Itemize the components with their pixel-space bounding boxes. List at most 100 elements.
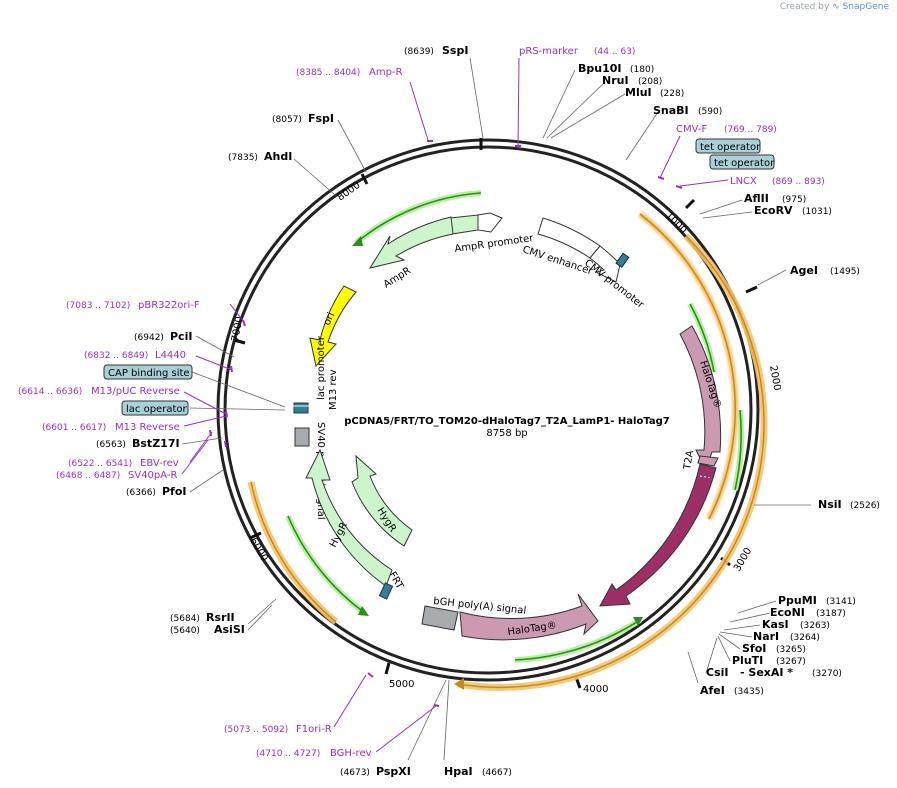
- primer-range-pbr322ori-f: (7083 .. 7102): [66, 301, 130, 311]
- enzyme-pos-ppumi: (3141): [826, 597, 856, 607]
- enzyme-pos-pfoi: (6366): [126, 488, 156, 498]
- enzyme-pcii: PciI: [170, 330, 192, 343]
- primer-l4440: L4440: [155, 350, 186, 361]
- snapgene-logo: ∿: [832, 2, 840, 12]
- enzyme-sspi: SspI: [442, 44, 468, 57]
- credit-brand: SnapGene: [842, 2, 889, 12]
- feature-ori: ori: [309, 285, 357, 368]
- primer-pbr322ori-f: pBR322ori-F: [138, 300, 200, 311]
- orf-outer-right: [638, 211, 739, 521]
- enzyme-pos-kasi: (3263): [800, 621, 830, 631]
- primer-prs-marker: pRS-marker: [519, 46, 579, 57]
- tick-label-7000: 7000: [230, 316, 245, 343]
- enzyme-afei: AfeI: [700, 684, 725, 697]
- enzyme-pos-ecorv: (1031): [802, 207, 832, 217]
- enzyme-ahdi: AhdI: [264, 150, 292, 163]
- primer-amp-r: Amp-R: [369, 67, 403, 78]
- label-lac-promoter: lac promoter: [316, 335, 327, 400]
- enzyme-pos-agei: (1495): [830, 267, 860, 277]
- enzyme-pluti: PluTI: [732, 654, 763, 667]
- enzyme-pfoi: PfoI: [162, 485, 187, 498]
- enzyme-pos-nari: (3264): [790, 633, 820, 643]
- plasmid-name: pCDNA5/FRT/TO_TOM20-dHaloTag7_T2A_LamP1-…: [344, 416, 670, 427]
- label-ampr: AmpR: [382, 265, 413, 290]
- box-tet-operator-1: tet operator: [700, 142, 761, 153]
- enzyme-asisi: AsiSI: [214, 623, 245, 636]
- tick-label-1000: 1000: [663, 210, 689, 236]
- enzyme-bstz17i: BstZ17I: [132, 437, 180, 450]
- enzyme-agei: AgeI: [790, 264, 818, 277]
- primer-range-m13-puc-reverse: (6614 .. 6636): [18, 387, 82, 397]
- tick-1000: [684, 198, 696, 210]
- enzyme-rsrii: RsrII: [206, 611, 235, 624]
- plasmid-length: 8758 bp: [486, 428, 527, 439]
- feature-halotag-bottom: HaloTag®: [459, 593, 599, 641]
- enzyme-pos-bpu10i: (180): [630, 65, 654, 75]
- enzyme-pos-afei: (3435): [734, 687, 764, 697]
- enzyme-pos-nrui: (208): [638, 77, 662, 87]
- enzyme-pos-aflii: (975): [782, 195, 806, 205]
- tick-6000: [249, 531, 262, 540]
- feature-t2a: T2A: [682, 449, 719, 472]
- primer-range-m13-reverse: (6601 .. 6617): [42, 423, 106, 433]
- enzyme-ppumi: PpuMI: [778, 594, 817, 607]
- boxed-features: tet operator tet operator CAP binding si…: [103, 138, 775, 416]
- box-cap-binding-site: CAP binding site: [108, 368, 190, 379]
- primer-range-bgh-rev: (4710 .. 4727): [256, 749, 320, 759]
- enzyme-econi: EcoNI: [770, 606, 805, 619]
- enzyme-pos-mlui: (228): [660, 89, 684, 99]
- tick-label-4000: 4000: [583, 684, 608, 695]
- primer-range-lncx: (869 .. 893): [772, 177, 825, 187]
- primer-ebv-rev: EBV-rev: [140, 458, 179, 469]
- tick-5000: [384, 662, 391, 675]
- enzyme-pos-ahdi: (7835): [228, 153, 258, 163]
- box-tet-operator-2: tet operator: [714, 158, 775, 169]
- box-lac-operator: lac operator: [126, 404, 187, 415]
- orf-green-arcs: [285, 190, 745, 663]
- leader-lines: [181, 57, 811, 761]
- tick-7000: [233, 338, 246, 345]
- enzyme-sexai: - SexAI *: [740, 666, 793, 679]
- enzyme-pos-pluti: (3267): [776, 657, 806, 667]
- primer-m13-puc-reverse: M13/pUC Reverse: [91, 386, 180, 397]
- tick-label-5000: 5000: [389, 679, 414, 690]
- enzyme-hpai: HpaI: [444, 765, 473, 778]
- enzyme-kasi: KasI: [762, 618, 789, 631]
- enzyme-pos-snabi: (590): [698, 107, 722, 117]
- primer-range-amp-r: (8385 .. 8404): [296, 68, 360, 78]
- sv40-polya-glyph: [294, 427, 310, 447]
- enzyme-labels: (8639) SspI Bpu10I (180) NruI (208) MluI…: [96, 44, 880, 778]
- enzyme-pos-bstz17i: (6563): [96, 440, 126, 450]
- primer-labels: pRS-marker (44 .. 63) (8385 .. 8404) Amp…: [18, 46, 825, 759]
- enzyme-nsii: NsiI: [818, 498, 842, 511]
- enzyme-pos-asisi: (5640): [170, 626, 200, 636]
- snapgene-credit: Created by ∿ SnapGene: [780, 2, 889, 12]
- primer-range-l4440: (6832 .. 6849): [84, 351, 148, 361]
- primer-lncx: LNCX: [730, 176, 757, 187]
- feature-ampr: AmpR: [368, 216, 454, 291]
- feature-lamp1: LAMP1: [599, 463, 717, 607]
- enzyme-pos-pcii: (6942): [134, 333, 164, 343]
- enzyme-aflii: AflII: [744, 192, 769, 205]
- enzyme-pos-nsii: (2526): [850, 501, 880, 511]
- enzyme-snabi: SnaBI: [653, 104, 689, 117]
- enzyme-pos-sexai: (3270): [812, 669, 842, 679]
- primer-range-sv40pa-r: (6468 .. 6487): [56, 471, 120, 481]
- label-ori: ori: [322, 311, 337, 327]
- primer-range-cmv-f: (769 .. 789): [724, 125, 777, 135]
- primer-range-f1ori-r: (5073 .. 5092): [224, 725, 288, 735]
- cmv-marker: [615, 252, 630, 268]
- enzyme-drui: NruI: [602, 74, 629, 87]
- enzyme-sfoi: SfoI: [742, 642, 766, 655]
- enzyme-mlui: MluI: [625, 86, 652, 99]
- enzyme-pos-sfoi: (3265): [776, 645, 806, 655]
- primer-f1ori-r: F1ori-R: [296, 724, 332, 735]
- primer-m13-reverse: M13 Reverse: [115, 422, 180, 433]
- enzyme-bpu10i: Bpu10I: [578, 62, 622, 75]
- feature-cmv: CMV enhancer CMV promoter: [521, 217, 646, 311]
- primer-range-prs-marker: (44 .. 63): [594, 47, 635, 57]
- credit-prefix: Created by: [779, 2, 830, 12]
- enzyme-pos-hpai: (4667): [482, 768, 512, 778]
- enzyme-pspxi: PspXI: [376, 765, 411, 778]
